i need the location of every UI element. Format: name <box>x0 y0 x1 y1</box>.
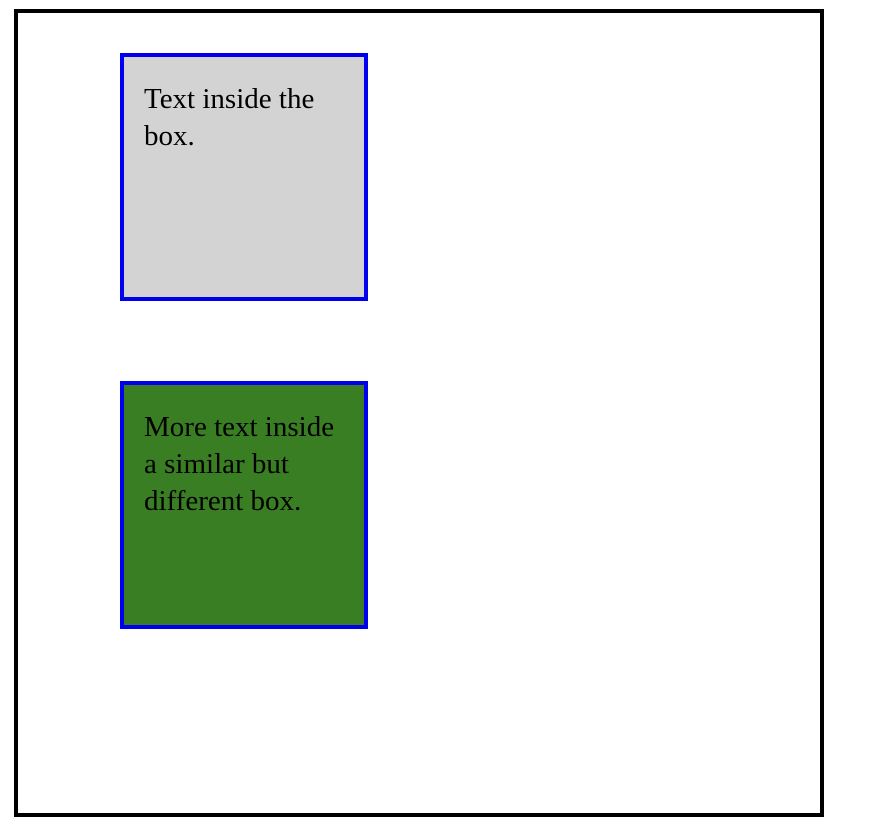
green-box-text: More text inside a similar but different… <box>144 411 335 517</box>
green-box: More text inside a similar but different… <box>120 381 368 629</box>
gray-box: Text inside the box. <box>120 53 368 301</box>
gray-box-text: Text inside the box. <box>144 83 315 152</box>
outer-container: Text inside the box. More text inside a … <box>14 9 824 817</box>
